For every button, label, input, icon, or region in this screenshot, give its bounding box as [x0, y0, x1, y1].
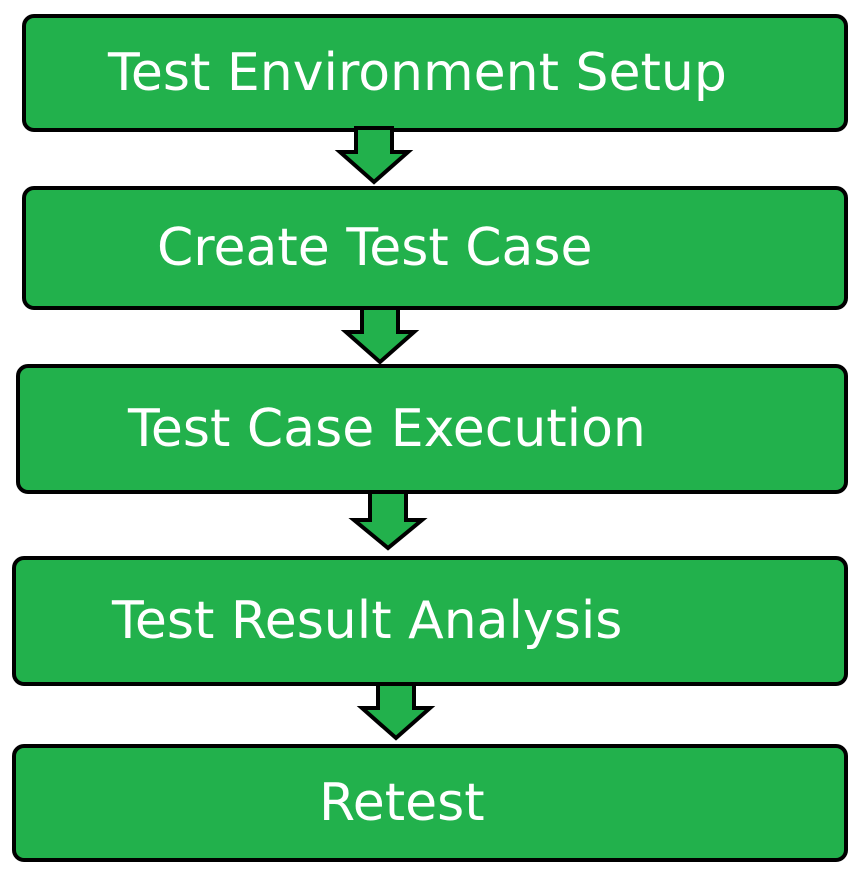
down-arrow-icon — [356, 682, 436, 741]
step-test-environment-setup: Test Environment Setup — [22, 14, 848, 132]
down-arrow-icon — [348, 490, 428, 551]
step-retest: Retest — [12, 744, 848, 862]
step-label: Test Result Analysis — [112, 591, 623, 651]
step-test-case-execution: Test Case Execution — [16, 364, 848, 494]
step-label: Test Case Execution — [128, 399, 646, 459]
down-arrow-icon — [340, 306, 420, 365]
step-test-result-analysis: Test Result Analysis — [12, 556, 848, 686]
step-create-test-case: Create Test Case — [22, 186, 848, 310]
down-arrow-icon — [334, 126, 414, 185]
step-label: Create Test Case — [157, 218, 593, 278]
step-label: Test Environment Setup — [108, 43, 727, 103]
step-label: Retest — [319, 773, 485, 833]
